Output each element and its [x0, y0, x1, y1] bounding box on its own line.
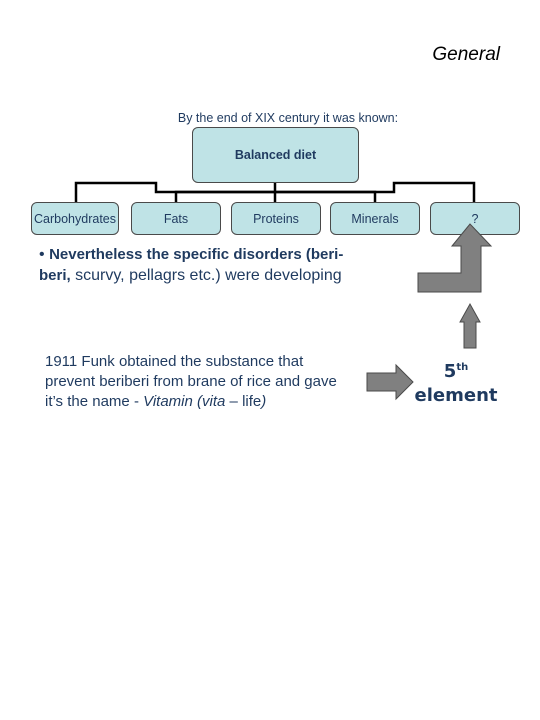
- fifth-element-label: 5th element: [400, 356, 512, 408]
- diagram-child-minerals: Minerals: [330, 202, 420, 235]
- bullet-marker: •: [39, 246, 45, 263]
- bent-up-arrow-icon: [417, 223, 493, 293]
- intro-text: By the end of XIX century it was known:: [177, 111, 399, 125]
- bullet-bold-text: Nevertheless the specific disorders (ber…: [39, 246, 344, 284]
- funk-paragraph: 1911 Funk obtained the substance that pr…: [45, 352, 345, 412]
- diagram-child-carbohydrates: Carbohydrates: [31, 202, 119, 235]
- funk-vitamin-text: Vitamin (vita: [143, 393, 226, 410]
- fifth-word: element: [414, 385, 498, 406]
- funk-close-paren: ): [261, 393, 267, 410]
- fifth-suffix: th: [456, 362, 469, 373]
- funk-life-text: life: [242, 393, 262, 410]
- up-arrow-icon: [459, 302, 481, 349]
- diagram-child-proteins: Proteins: [231, 202, 321, 235]
- bullet-normal-text: scurvy, pellagrs etc.) were developing: [75, 267, 342, 284]
- funk-dash: –: [229, 393, 238, 410]
- fifth-number: 5: [443, 361, 457, 382]
- diagram-root-box: Balanced diet: [192, 127, 359, 183]
- page-title: General: [432, 44, 500, 65]
- right-arrow-icon: [366, 363, 414, 401]
- diagram-child-fats: Fats: [131, 202, 221, 235]
- bullet-paragraph: • Nevertheless the specific disorders (b…: [39, 244, 369, 286]
- funk-text: 1911 Funk obtained the substance that pr…: [45, 353, 337, 410]
